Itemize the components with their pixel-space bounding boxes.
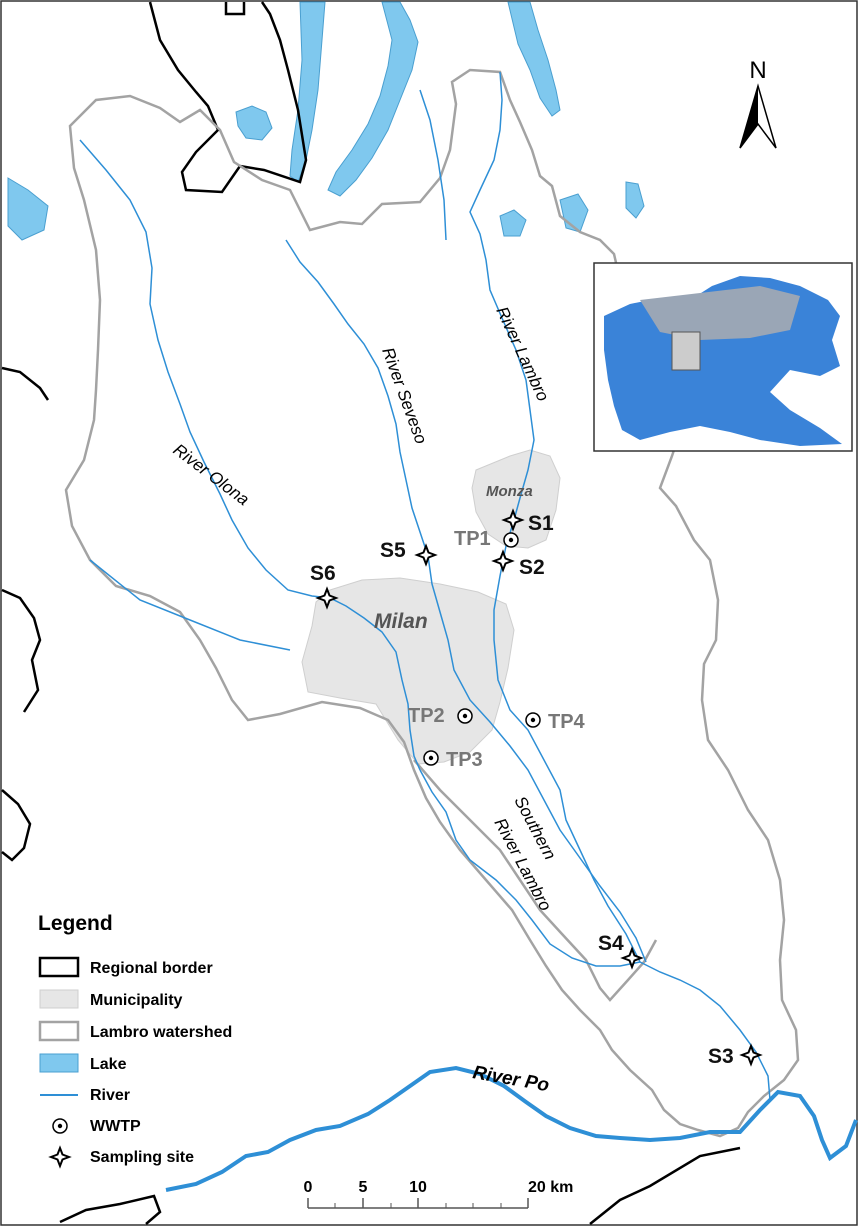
lake-como-west [327,1,419,197]
river-lambro [469,71,771,1101]
inset-map [593,262,853,452]
sampling-site-s1-icon [501,508,525,532]
wwtp-tp1-icon [503,532,519,548]
legend: Legend Regional border Municipality Lamb… [38,912,232,1169]
north-arrow: N [739,57,777,149]
wwtp-tp3-icon [423,750,439,766]
wwtp-plants [423,532,541,766]
sampling-site-s2-icon [491,549,515,573]
scale-bar: 0 5 10 20 km [304,1179,573,1209]
watershed-outline [64,68,800,1138]
legend-label-river: River [90,1087,130,1104]
lake-como-east [507,1,561,117]
sampling-site-s4-icon [620,946,644,970]
scale-tick-20: 20 km [528,1179,573,1196]
legend-label-wwtp: WWTP [90,1118,141,1135]
lambro-watershed [64,68,800,1138]
inset-grey-zone [640,286,800,340]
regional-border-south-west [59,1194,162,1225]
legend-swatch-municipality [39,989,79,1009]
river-tributary-2 [419,89,447,241]
legend-swatch-wwtp [52,1118,68,1134]
lake-small-3 [625,181,645,219]
legend-swatch-regional-border [38,956,80,978]
north-arrow-dark-half [740,86,758,148]
sampling-site-s4-label: S4 [598,932,624,955]
river-tributary-1 [89,559,291,651]
legend-label-lake: Lake [90,1056,127,1073]
scale-tick-10: 10 [409,1179,427,1196]
legend-label-sampling-site: Sampling site [90,1149,194,1166]
sampling-site-s5-label: S5 [380,539,406,562]
sampling-site-s1-label: S1 [528,512,554,535]
wwtp-tp2-label: TP2 [408,705,445,727]
legend-label-lambro-watershed: Lambro watershed [90,1024,232,1041]
regional-border-west-3 [1,789,32,862]
river-olona [79,139,421,771]
lake-small-1 [499,209,527,237]
sampling-site-s3-icon [739,1043,763,1067]
scale-tick-5: 5 [359,1179,368,1196]
regional-border-west-1 [1,366,50,401]
rivers [79,71,771,1101]
legend-title: Legend [38,912,113,935]
regional-border-south-east [589,1146,741,1225]
legend-label-regional-border: Regional border [90,960,213,977]
river-southern-lambro [419,769,641,967]
sampling-site-s2-label: S2 [519,556,545,579]
wwtp-tp4-icon [525,712,541,728]
sampling-site-s3-label: S3 [708,1045,734,1068]
north-arrow-label: N [749,57,766,84]
wwtp-tp3-label: TP3 [446,749,483,771]
city-label-monza: Monza [486,483,533,500]
lake-lugano [235,105,273,141]
legend-label-municipality: Municipality [90,992,183,1009]
sampling-site-s5-icon [414,543,438,567]
river-seveso [285,239,647,963]
municipality-monza [471,449,561,549]
sampling-site-s6-icon [315,586,339,610]
wwtp-tp1-label: TP1 [454,528,491,550]
inset-extent-box [671,331,701,371]
lake-west [7,177,49,241]
regional-border-north [148,1,308,194]
city-label-milan: Milan [374,610,428,633]
watershed-inner-southern [413,759,658,1002]
legend-swatch-sampling-site [48,1145,72,1169]
sampling-sites [315,508,763,1067]
legend-swatch-lambro-watershed [38,1020,80,1042]
regional-border-top-notch [224,2,246,16]
scale-tick-0: 0 [304,1179,313,1196]
wwtp-tp2-icon [457,708,473,724]
sampling-site-s6-label: S6 [310,562,336,585]
legend-swatch-lake [39,1053,79,1073]
wwtp-tp4-label: TP4 [548,711,586,733]
regional-borders [1,1,741,1225]
river-po [165,1065,858,1192]
lakes [7,1,645,241]
regional-border-west-2 [1,588,42,713]
